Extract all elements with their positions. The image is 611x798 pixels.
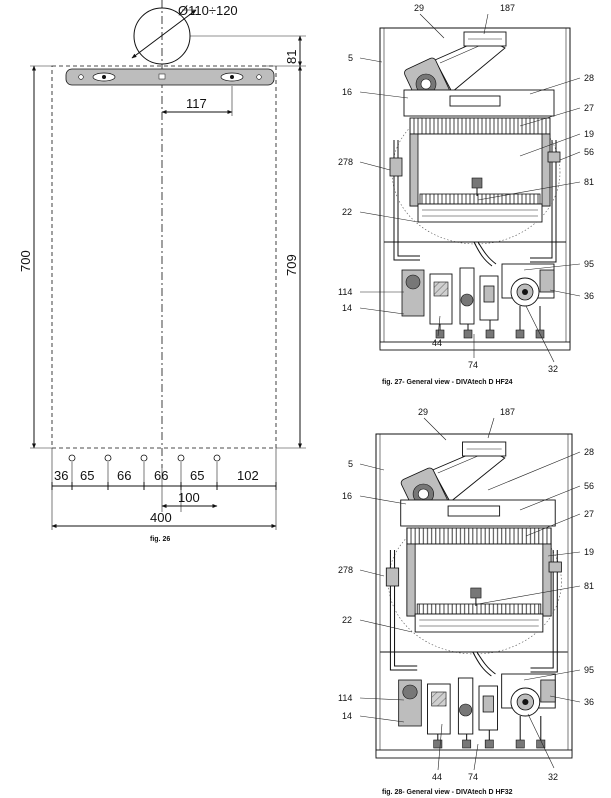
fig28-callout-114: 114 bbox=[338, 693, 352, 703]
fig27-callout-5: 5 bbox=[348, 53, 353, 63]
fig28-callout-81: 81 bbox=[584, 581, 594, 591]
fig27-callout-187: 187 bbox=[500, 3, 515, 13]
fig28-callout-278: 278 bbox=[338, 565, 353, 575]
dim-bottom-66a: 66 bbox=[117, 468, 131, 483]
fig26-mounting-template: Ø110÷120 81 117 700 bbox=[18, 0, 306, 543]
fig28-caption: fig. 28- General view - DIVAtech D HF32 bbox=[382, 789, 513, 796]
dim-100: 100 bbox=[178, 490, 200, 505]
fig27-callout-95: 95 bbox=[584, 259, 594, 269]
fig27-callout-32: 32 bbox=[548, 364, 558, 374]
fig27-general-view: 29 187 5 28 16 27 19 56 278 81 22 95 114… bbox=[338, 3, 594, 386]
fig28-callout-74: 74 bbox=[468, 772, 478, 782]
fig28-callout-14: 14 bbox=[342, 711, 352, 721]
fig27-callout-36: 36 bbox=[584, 291, 594, 301]
fig28-general-view: 29 187 28 5 56 16 27 19 278 81 22 95 114… bbox=[338, 407, 594, 796]
bottom-connections bbox=[68, 454, 221, 462]
fig28-leaders bbox=[359, 417, 581, 771]
fig28-callout-95: 95 bbox=[584, 665, 594, 675]
fig27-callout-114: 114 bbox=[338, 287, 352, 297]
fig28-callout-19: 19 bbox=[584, 547, 594, 557]
fig28-callout-16: 16 bbox=[342, 491, 352, 501]
fig28-callout-36: 36 bbox=[584, 697, 594, 707]
dim-bottom-65a: 65 bbox=[80, 468, 94, 483]
fig27-leaders bbox=[359, 13, 581, 363]
mounting-bracket bbox=[65, 68, 275, 86]
fig26-caption: fig. 26 bbox=[150, 536, 170, 543]
dim-81: 81 bbox=[284, 50, 299, 64]
fig28-callout-29: 29 bbox=[418, 407, 428, 417]
fig27-callout-22: 22 bbox=[342, 207, 352, 217]
fig28-callout-187: 187 bbox=[500, 407, 515, 417]
fig27-callout-28: 28 bbox=[584, 73, 594, 83]
fig28-callout-44: 44 bbox=[432, 772, 442, 782]
dim-bottom-36: 36 bbox=[54, 468, 68, 483]
dim-709: 709 bbox=[284, 254, 299, 276]
fig28-callout-56: 56 bbox=[584, 481, 594, 491]
dim-400: 400 bbox=[150, 510, 172, 525]
fig27-callout-16: 16 bbox=[342, 87, 352, 97]
fig28-callout-32: 32 bbox=[548, 772, 558, 782]
fig27-callout-56: 56 bbox=[584, 147, 594, 157]
fig27-callout-14: 14 bbox=[342, 303, 352, 313]
fig27-callout-74: 74 bbox=[468, 360, 478, 370]
boiler-outline bbox=[51, 65, 277, 449]
fig28-callout-28: 28 bbox=[584, 447, 594, 457]
flue-diameter-label: Ø110÷120 bbox=[178, 3, 238, 18]
fig28-callout-5: 5 bbox=[348, 459, 353, 469]
fig27-callout-278: 278 bbox=[338, 157, 353, 167]
dim-bottom-66b: 66 bbox=[154, 468, 168, 483]
dim-117: 117 bbox=[186, 96, 207, 111]
fig27-callout-19: 19 bbox=[584, 129, 594, 139]
fig27-callout-81: 81 bbox=[584, 177, 594, 187]
fig28-callout-27: 27 bbox=[584, 509, 594, 519]
dim-bottom-102: 102 bbox=[237, 468, 259, 483]
fig27-callout-29: 29 bbox=[414, 3, 424, 13]
dim-700: 700 bbox=[18, 250, 33, 272]
fig27-caption: fig. 27- General view - DIVAtech D HF24 bbox=[382, 379, 513, 386]
fig28-callout-22: 22 bbox=[342, 615, 352, 625]
bottom-dim-ticks bbox=[51, 482, 277, 490]
dim-bottom-65b: 65 bbox=[190, 468, 204, 483]
fig27-callout-44: 44 bbox=[432, 338, 442, 348]
fig27-callout-27: 27 bbox=[584, 103, 594, 113]
